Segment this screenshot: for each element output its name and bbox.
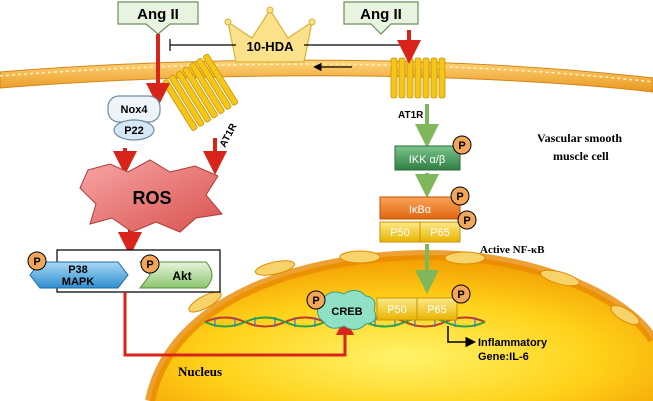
nucleus (145, 249, 653, 401)
p38-mapk: P38 MAPK (29, 261, 129, 289)
nfkb-cytoplasm: P50 P65 (379, 221, 461, 243)
gene-arrow (447, 326, 476, 348)
nuclear-p50-label: P50 (387, 304, 407, 316)
ten-hda-crown: 10-HDA (224, 6, 316, 63)
cell-membrane (0, 59, 653, 93)
kinase-to-creb-arrow (123, 292, 354, 357)
p65-box (419, 221, 461, 243)
ten-hda-label: 10-HDA (247, 39, 295, 54)
p38-label: P38 (68, 264, 88, 276)
phospho-badge-nuclear-p65: P (451, 284, 471, 304)
ros-burst: ROS (79, 159, 223, 233)
phospho-badge-ikba: P (450, 186, 470, 206)
p50-label: P50 (390, 227, 410, 239)
at1r-right-label: AT1R (398, 110, 424, 121)
at1r-receptor-right (390, 57, 446, 99)
nox4-complex: Nox4 P22 (107, 95, 161, 141)
ikk-box: IKK α/β (394, 145, 461, 171)
akt-label: Akt (172, 269, 191, 283)
ang-ii-right-label: Ang II (360, 6, 402, 23)
ikba-label: IκBα (409, 204, 432, 216)
cell-label-line1: Vascular smooth (537, 131, 622, 145)
svg-text:P: P (457, 289, 464, 301)
ang-ii-right: Ang II (343, 1, 419, 35)
svg-text:P: P (312, 295, 319, 307)
svg-text:P: P (146, 259, 153, 271)
nuclear-p65-label: P65 (427, 304, 447, 316)
cell-label-line2: muscle cell (553, 149, 609, 163)
gene-label-line1: Inflammatory (478, 337, 548, 349)
nuclear-p65-box (416, 297, 458, 321)
creb-label: CREB (331, 306, 362, 318)
phospho-badge-ikk: P (452, 135, 472, 155)
nox4-label: Nox4 (121, 104, 149, 116)
phospho-badge-p65: P (457, 210, 477, 230)
svg-text:P: P (463, 215, 470, 227)
at1r-receptor-left (162, 53, 239, 131)
active-nfkb-label: Active NF-κB (480, 244, 545, 256)
ang-ii-left-label: Ang II (137, 6, 179, 23)
nfkb-nucleus: P50 P65 (376, 297, 458, 321)
gene-label-line2: Gene:IL-6 (478, 351, 529, 363)
ikba-box: IκBα (379, 196, 461, 220)
creb-cloud: CREB (317, 290, 377, 330)
nucleus-label: Nucleus (178, 364, 222, 379)
phospho-badge-creb: P (306, 290, 326, 310)
p22-label: P22 (124, 125, 144, 137)
p65-label: P65 (430, 227, 450, 239)
ros-label: ROS (132, 188, 171, 208)
mapk-label: MAPK (62, 276, 94, 288)
svg-text:P: P (33, 256, 40, 268)
ikk-label: IKK α/β (409, 154, 446, 166)
svg-text:P: P (456, 191, 463, 203)
svg-text:P: P (458, 140, 465, 152)
at1r-left-label: AT1R (218, 121, 240, 149)
phospho-badge-akt: P (140, 254, 160, 274)
ang-ii-left: Ang II (117, 1, 199, 35)
p22-oval (113, 119, 155, 141)
phospho-badge-p38: P (27, 251, 47, 271)
